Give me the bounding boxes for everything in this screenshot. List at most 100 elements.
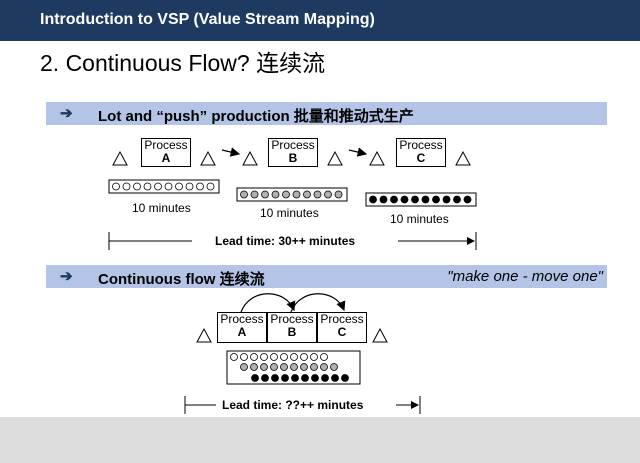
part-circle: [250, 353, 258, 361]
part-circle: [206, 182, 215, 191]
process-letter: A: [237, 325, 247, 339]
flow-section-band: ➔ Continuous flow 连续流 "make one - move o…: [46, 265, 607, 288]
part-circle: [240, 190, 248, 199]
inventory-triangle-icon: [200, 150, 216, 166]
part-circle: [292, 190, 301, 199]
lot-lead-time: Lead time: 30++ minutes: [215, 234, 356, 248]
part-circle: [320, 353, 328, 361]
part-circle: [310, 353, 318, 361]
part-circle: [341, 374, 349, 382]
part-circle: [301, 374, 309, 382]
part-circle: [240, 363, 248, 371]
part-circle: [442, 195, 451, 204]
process-letter: C: [337, 325, 347, 339]
batch-time-label-c: 10 minutes: [390, 212, 449, 226]
part-circle: [280, 353, 288, 361]
inventory-triangle-icon: [369, 150, 385, 166]
lot-section-band: ➔ Lot and “push” production 批量和推动式生产: [46, 102, 607, 125]
process-letter: C: [416, 151, 426, 165]
part-circle: [122, 182, 131, 191]
part-circle: [154, 182, 162, 191]
part-circle: [300, 353, 308, 361]
flow-process-a: Process A: [217, 312, 267, 343]
push-arrow-icon: [221, 147, 241, 157]
inventory-triangle-icon: [327, 150, 343, 166]
part-circle: [230, 353, 238, 361]
part-circle: [330, 363, 338, 371]
batch-items-c: [369, 195, 472, 204]
inventory-triangle-icon: [196, 327, 212, 343]
part-circle: [250, 190, 259, 199]
part-circle: [320, 363, 328, 371]
process-name: Process: [220, 312, 264, 326]
part-circle: [432, 195, 440, 204]
part-circle: [400, 195, 409, 204]
part-circle: [321, 374, 329, 382]
flow-process-b: Process B: [267, 312, 317, 343]
lot-process-b: Process B: [268, 138, 318, 167]
batch-items-a: [112, 182, 215, 191]
part-circle: [143, 182, 152, 191]
header-bar: Introduction to VSP (Value Stream Mappin…: [0, 0, 640, 41]
flow-section-title: Continuous flow 连续流: [98, 271, 265, 288]
part-circle: [453, 195, 461, 204]
part-circle: [291, 374, 299, 382]
flow-section-quote: "make one - move one": [447, 268, 603, 285]
part-circle: [270, 353, 278, 361]
arrow-bullet-icon: ➔: [60, 268, 73, 285]
part-circle: [334, 190, 343, 199]
part-circle: [260, 363, 268, 371]
arrow-bullet-icon: ➔: [60, 105, 73, 122]
lot-section-title: Lot and “push” production 批量和推动式生产: [98, 108, 414, 125]
part-circle: [271, 374, 279, 382]
part-circle: [282, 190, 290, 199]
process-name: Process: [320, 312, 364, 326]
part-circle: [280, 363, 288, 371]
footer-bar: [0, 417, 640, 463]
part-circle: [300, 363, 308, 371]
process-name: Process: [399, 138, 443, 152]
lot-process-a: Process A: [141, 138, 191, 167]
inventory-triangle-icon: [242, 150, 258, 166]
inventory-triangle-icon: [455, 150, 471, 166]
part-circle: [260, 353, 268, 361]
part-circle: [313, 190, 322, 199]
process-name: Process: [271, 138, 315, 152]
part-circle: [303, 190, 311, 199]
batch-time-label-b: 10 minutes: [260, 206, 319, 220]
header-title: Introduction to VSP (Value Stream Mappin…: [40, 11, 375, 28]
slide-title: 2. Continuous Flow? 连续流: [40, 50, 326, 76]
part-circle: [250, 363, 258, 371]
flow-lead-time: Lead time: ??++ minutes: [222, 398, 364, 412]
part-circle: [369, 195, 377, 204]
part-circle: [112, 182, 120, 191]
process-letter: B: [288, 151, 298, 165]
part-circle: [251, 374, 259, 382]
part-circle: [311, 374, 319, 382]
part-circle: [261, 190, 269, 199]
part-circle: [324, 190, 332, 199]
batch-items-b: [240, 190, 343, 199]
flow-arrow-icon: [290, 293, 346, 313]
flow-arrow-icon: [240, 293, 296, 313]
lot-process-c: Process C: [396, 138, 446, 167]
part-circle: [240, 353, 248, 361]
part-circle: [133, 182, 141, 191]
part-circle: [185, 182, 194, 191]
part-circle: [290, 363, 298, 371]
part-circle: [310, 363, 318, 371]
flow-process-c: Process C: [317, 312, 367, 343]
inventory-triangle-icon: [372, 327, 388, 343]
part-circle: [411, 195, 419, 204]
part-circle: [270, 363, 278, 371]
push-arrow-icon: [348, 147, 368, 157]
part-circle: [196, 182, 204, 191]
part-circle: [261, 374, 269, 382]
part-circle: [164, 182, 173, 191]
part-circle: [271, 190, 280, 199]
process-name: Process: [270, 312, 314, 326]
part-circle: [379, 195, 388, 204]
inventory-triangle-icon: [112, 150, 128, 166]
process-letter: A: [161, 151, 171, 165]
